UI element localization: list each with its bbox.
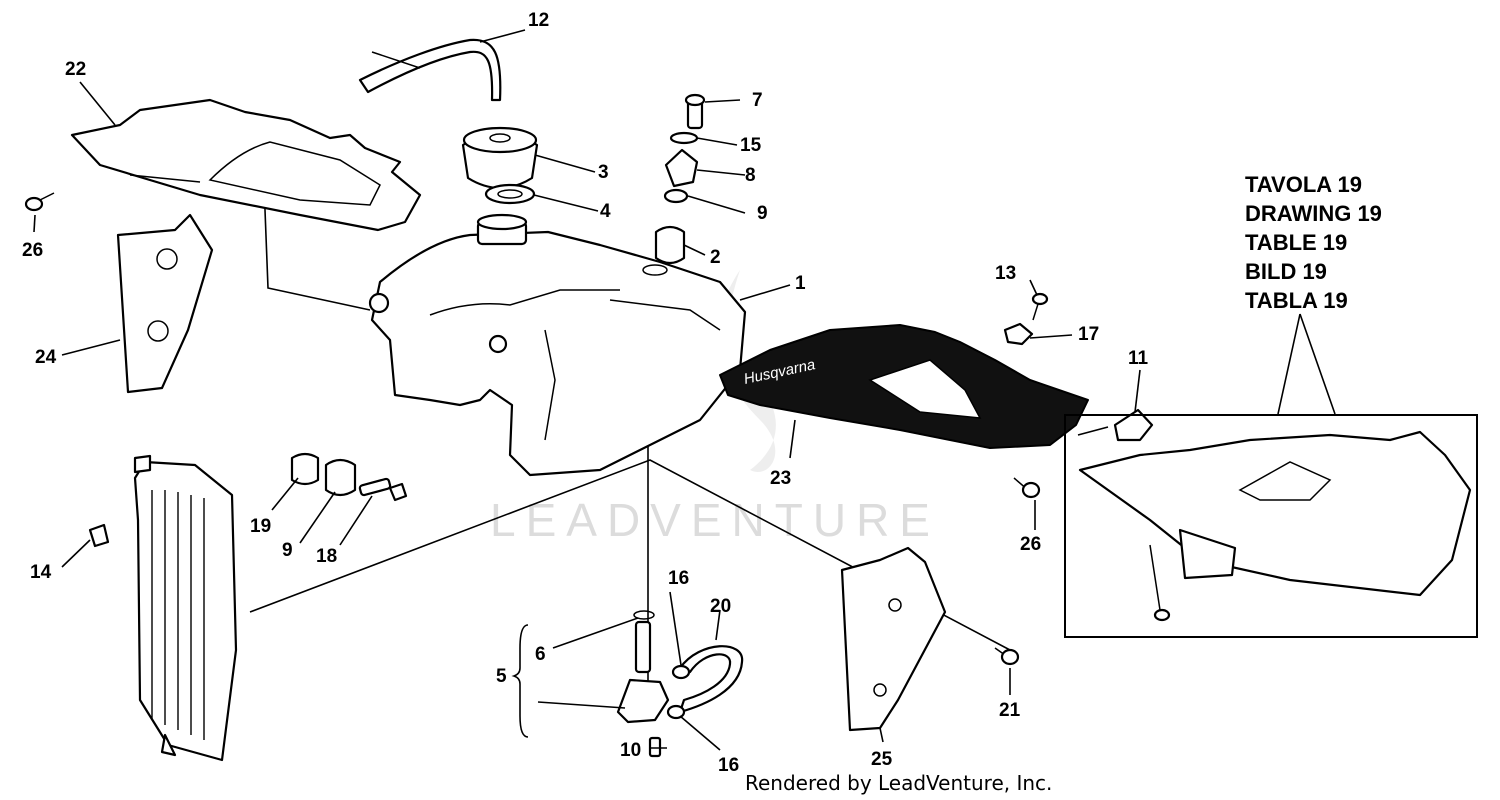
callout-9: 9 bbox=[757, 203, 768, 224]
vent-hose-part bbox=[358, 38, 502, 102]
callout-17: 17 bbox=[1078, 324, 1099, 345]
callout-18: 18 bbox=[316, 546, 337, 567]
black-shroud-part: Husqvarna bbox=[719, 324, 1089, 449]
callout-25: 25 bbox=[871, 749, 893, 770]
clip-part bbox=[88, 523, 110, 548]
assembly-brace bbox=[511, 624, 529, 738]
callout-16: 16 bbox=[668, 568, 689, 589]
callout-22: 22 bbox=[65, 59, 86, 80]
fuel-hose-part bbox=[666, 645, 744, 720]
callout-19: 19 bbox=[250, 516, 271, 537]
reference-inset-box bbox=[1064, 414, 1478, 638]
fuel-tank-part bbox=[368, 213, 747, 477]
fuel-cap-part bbox=[461, 126, 539, 189]
callout-15: 15 bbox=[740, 135, 762, 156]
callout-24: 24 bbox=[35, 347, 57, 368]
callout-1: 1 bbox=[795, 273, 806, 294]
reference-line-table: TABLE 19 bbox=[1245, 230, 1347, 255]
callout-14: 14 bbox=[30, 562, 52, 583]
watermark-logo bbox=[718, 270, 776, 472]
callout-13: 13 bbox=[995, 263, 1016, 284]
callout-26: 26 bbox=[22, 240, 43, 261]
cap-gasket-part bbox=[484, 183, 536, 205]
callout-9: 9 bbox=[282, 540, 293, 561]
reference-line-tavola: TAVOLA 19 bbox=[1245, 172, 1362, 197]
mount-stack-part bbox=[654, 93, 706, 265]
inset-shroud-part bbox=[1078, 430, 1472, 622]
footer-credit: Rendered by LeadVenture, Inc. bbox=[745, 771, 1052, 795]
reference-table-text: TAVOLA 19 DRAWING 19 TABLE 19 BILD 19 TA… bbox=[1245, 172, 1382, 313]
callout-10: 10 bbox=[620, 740, 641, 761]
callout-5: 5 bbox=[496, 666, 507, 687]
rubber-mount-part bbox=[290, 452, 408, 502]
callout-11: 11 bbox=[1128, 348, 1149, 369]
reference-line-drawing: DRAWING 19 bbox=[1245, 201, 1382, 226]
callout-6: 6 bbox=[535, 644, 546, 665]
screw-part bbox=[994, 647, 1020, 666]
callout-labels: 12 3 4 7 15 8 9 2 1 22 26 24 13 17 23 26… bbox=[22, 10, 1149, 776]
callout-26: 26 bbox=[1020, 534, 1041, 555]
callout-4: 4 bbox=[600, 201, 611, 222]
watermark-text: LEADVENTURE bbox=[490, 494, 940, 546]
reference-line-tabla: TABLA 19 bbox=[1245, 288, 1348, 313]
callout-8: 8 bbox=[745, 165, 756, 186]
fuel-tap-part bbox=[616, 610, 670, 758]
right-side-panel-part bbox=[840, 546, 947, 732]
left-side-panel-part bbox=[116, 213, 214, 394]
screw-part bbox=[24, 192, 55, 212]
screw-part bbox=[1013, 477, 1041, 499]
reference-line-bild: BILD 19 bbox=[1245, 259, 1327, 284]
upper-shroud-part bbox=[70, 98, 422, 232]
clip-part bbox=[1113, 408, 1154, 442]
callout-21: 21 bbox=[999, 700, 1021, 721]
callout-7: 7 bbox=[752, 90, 763, 111]
callout-20: 20 bbox=[710, 596, 731, 617]
callout-leaders bbox=[33, 29, 1141, 751]
bolt-part bbox=[1003, 292, 1049, 346]
radiator-part bbox=[133, 454, 238, 762]
callout-16: 16 bbox=[718, 755, 739, 776]
callout-12: 12 bbox=[528, 10, 549, 31]
callout-23: 23 bbox=[770, 468, 791, 489]
callout-3: 3 bbox=[598, 162, 609, 183]
callout-2: 2 bbox=[710, 247, 721, 268]
